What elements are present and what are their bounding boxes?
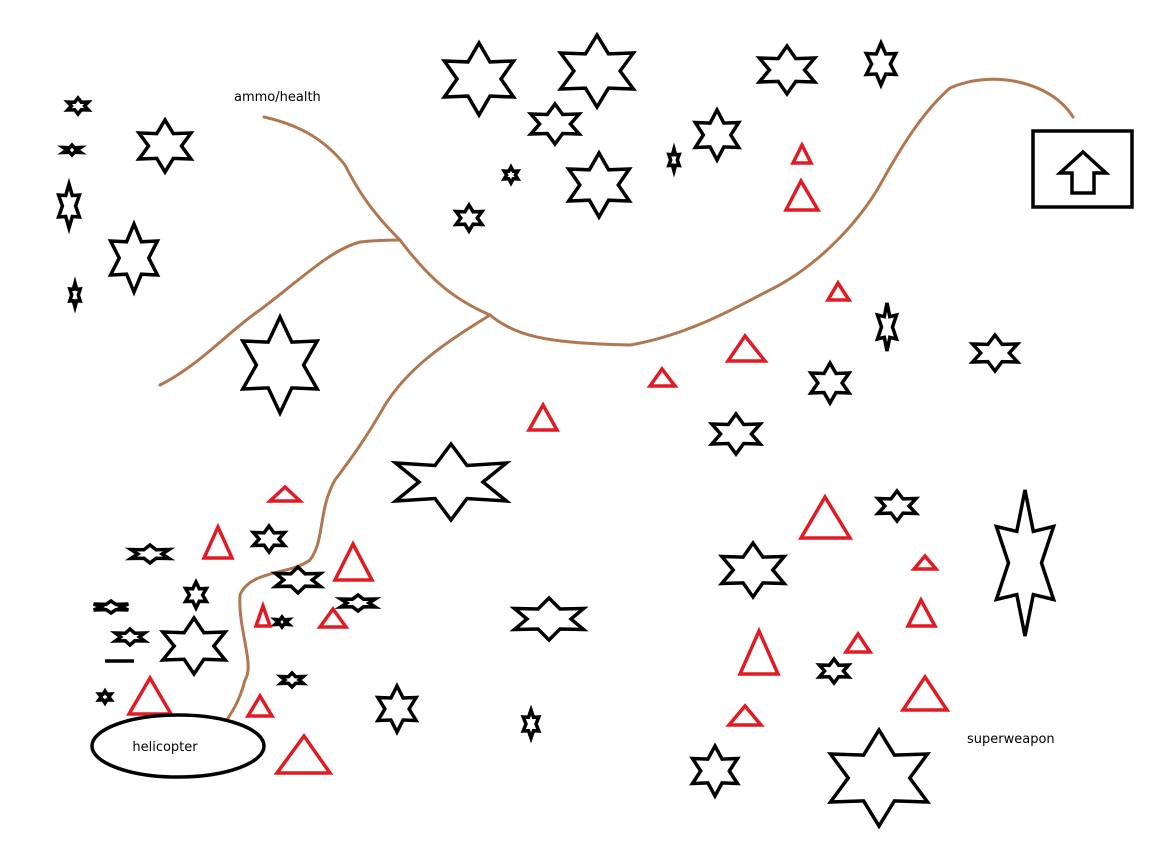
exit-box[interactable] bbox=[1031, 129, 1134, 209]
obstacle-star-21 bbox=[707, 411, 765, 457]
obstacle-star-41 bbox=[689, 742, 741, 800]
hazard-triangle-15 bbox=[842, 630, 874, 654]
obstacles bbox=[56, 31, 1057, 830]
hazard-triangle-6 bbox=[526, 401, 560, 432]
main-path bbox=[262, 77, 1075, 347]
obstacle-star-18 bbox=[874, 302, 900, 352]
obstacle-star-26 bbox=[249, 523, 289, 555]
obstacle-star-36 bbox=[717, 539, 789, 601]
obstacle-star-5 bbox=[526, 101, 584, 147]
obstacle-star-15 bbox=[107, 219, 161, 297]
hazard-triangle-12 bbox=[905, 596, 938, 628]
helicopter-label: helicopter bbox=[132, 740, 198, 755]
obstacle-star-33 bbox=[270, 613, 294, 631]
obstacle-star-13 bbox=[57, 142, 87, 158]
helicopter-zone[interactable]: helicopter bbox=[90, 713, 266, 779]
paths bbox=[158, 77, 1075, 720]
obstacle-star-35 bbox=[509, 595, 589, 643]
hazard-triangle-19 bbox=[244, 692, 276, 718]
hazard-triangle-10 bbox=[332, 540, 375, 582]
obstacle-star-20 bbox=[807, 359, 853, 407]
obstacle-star-4 bbox=[863, 38, 899, 90]
hazard-triangle-14 bbox=[316, 606, 350, 629]
hazard-triangle-3 bbox=[824, 279, 853, 302]
obstacle-star-37 bbox=[815, 656, 853, 686]
obstacle-star-7 bbox=[565, 149, 633, 221]
hazard-triangle-4 bbox=[724, 333, 769, 363]
obstacle-star-38 bbox=[95, 687, 115, 707]
hazard-triangle-20 bbox=[725, 703, 765, 727]
obstacle-star-34 bbox=[275, 670, 309, 690]
branch-path-south bbox=[226, 313, 492, 720]
obstacle-star-12 bbox=[63, 95, 93, 117]
helicopter-pad[interactable] bbox=[90, 713, 266, 779]
obstacle-star-24 bbox=[993, 489, 1057, 637]
ammo-health-label: ammo/health bbox=[234, 90, 321, 105]
obstacle-star-11 bbox=[135, 116, 195, 176]
hazard-triangle-9 bbox=[201, 522, 235, 560]
obstacle-star-17 bbox=[239, 312, 321, 418]
hazard-triangle-13 bbox=[253, 600, 273, 628]
obstacle-star-10 bbox=[452, 201, 486, 235]
exit-marker[interactable] bbox=[1031, 129, 1134, 209]
obstacle-star-25 bbox=[124, 542, 176, 566]
obstacle-star-22 bbox=[390, 441, 512, 523]
obstacle-star-42 bbox=[826, 726, 932, 830]
superweapon-label: superweapon bbox=[967, 732, 1055, 747]
obstacle-star-23 bbox=[873, 488, 921, 524]
obstacle-star-2 bbox=[557, 31, 637, 111]
obstacle-star-3 bbox=[755, 42, 819, 98]
hazard-triangle-8 bbox=[797, 493, 854, 540]
hazard-triangle-21 bbox=[273, 732, 334, 775]
obstacle-star-6 bbox=[692, 106, 742, 164]
hazard-triangle-7 bbox=[265, 484, 305, 503]
obstacle-star-14 bbox=[56, 177, 82, 235]
obstacle-star-32 bbox=[334, 592, 382, 614]
obstacle-star-28 bbox=[182, 577, 210, 613]
branch-path-west bbox=[158, 238, 402, 387]
hazard-triangle-16 bbox=[737, 626, 781, 676]
obstacle-star-1 bbox=[440, 39, 518, 119]
obstacle-star-40 bbox=[520, 704, 542, 744]
obstacle-star-29 bbox=[93, 598, 129, 616]
obstacle-star-19 bbox=[968, 332, 1022, 374]
hazard-triangle-18 bbox=[899, 673, 951, 712]
up-arrow-icon bbox=[1055, 149, 1111, 195]
obstacle-star-39 bbox=[374, 682, 420, 736]
hazard-triangle-17 bbox=[125, 674, 175, 716]
obstacle-star-27 bbox=[270, 564, 326, 596]
obstacle-star-16 bbox=[67, 276, 83, 314]
hazard-triangle-11 bbox=[910, 553, 940, 571]
obstacle-star-30 bbox=[109, 626, 151, 648]
hazard-triangle-1 bbox=[790, 141, 814, 165]
obstacle-star-9 bbox=[666, 142, 682, 178]
hazards bbox=[125, 141, 951, 775]
obstacle-star-31 bbox=[159, 614, 229, 678]
obstacle-star-8 bbox=[500, 163, 522, 187]
hazard-triangle-5 bbox=[646, 366, 679, 388]
hazard-triangle-2 bbox=[783, 177, 822, 212]
